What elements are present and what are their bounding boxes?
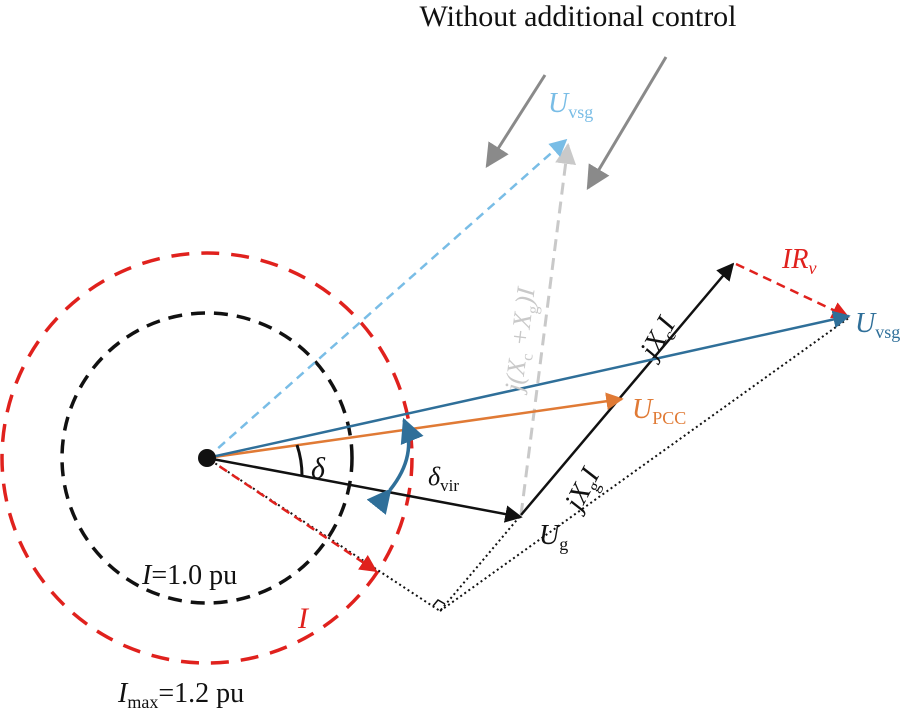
label-jxcxg-i: j(Xc +Xg)I <box>499 285 545 397</box>
origin-point <box>198 449 216 467</box>
ug-vector <box>206 456 523 523</box>
uvsg-without-control-vector <box>206 138 568 459</box>
delta-angle-arc <box>295 444 304 477</box>
current-vector <box>206 456 378 573</box>
jxcxg-vector <box>519 142 577 516</box>
label-uvsg: Uvsg <box>855 308 900 342</box>
label-jxc-i: jXcI <box>633 310 686 367</box>
dotted-right-angle-mark <box>432 599 446 607</box>
dotted-construction-lower <box>206 457 522 613</box>
current-circle-1-0pu <box>60 311 354 605</box>
label-i-circle: I=1.0 pu <box>141 560 237 591</box>
delta-vir-angle-arc <box>366 417 424 515</box>
label-imax-circle: Imax=1.2 pu <box>117 678 244 712</box>
label-delta-vir: δvir <box>428 462 459 495</box>
label-delta: δ <box>311 452 326 485</box>
label-uvsg-light: Uvsg <box>548 88 593 122</box>
diagram-title: Without additional control <box>419 0 736 33</box>
label-ug: Ug <box>539 520 568 554</box>
gray-arrow-right <box>586 56 668 191</box>
label-jxg-i: jXgI <box>557 462 609 520</box>
gray-arrow-left <box>485 74 547 169</box>
irv-vector <box>735 262 850 319</box>
label-current: I <box>297 602 310 635</box>
label-upcc: UPCC <box>632 394 686 428</box>
upcc-vector <box>206 392 624 460</box>
uvsg-vector <box>206 310 851 460</box>
jxg-jxc-vector <box>520 262 735 516</box>
label-irv: IRv <box>781 244 816 278</box>
dotted-construction-right <box>439 316 851 612</box>
